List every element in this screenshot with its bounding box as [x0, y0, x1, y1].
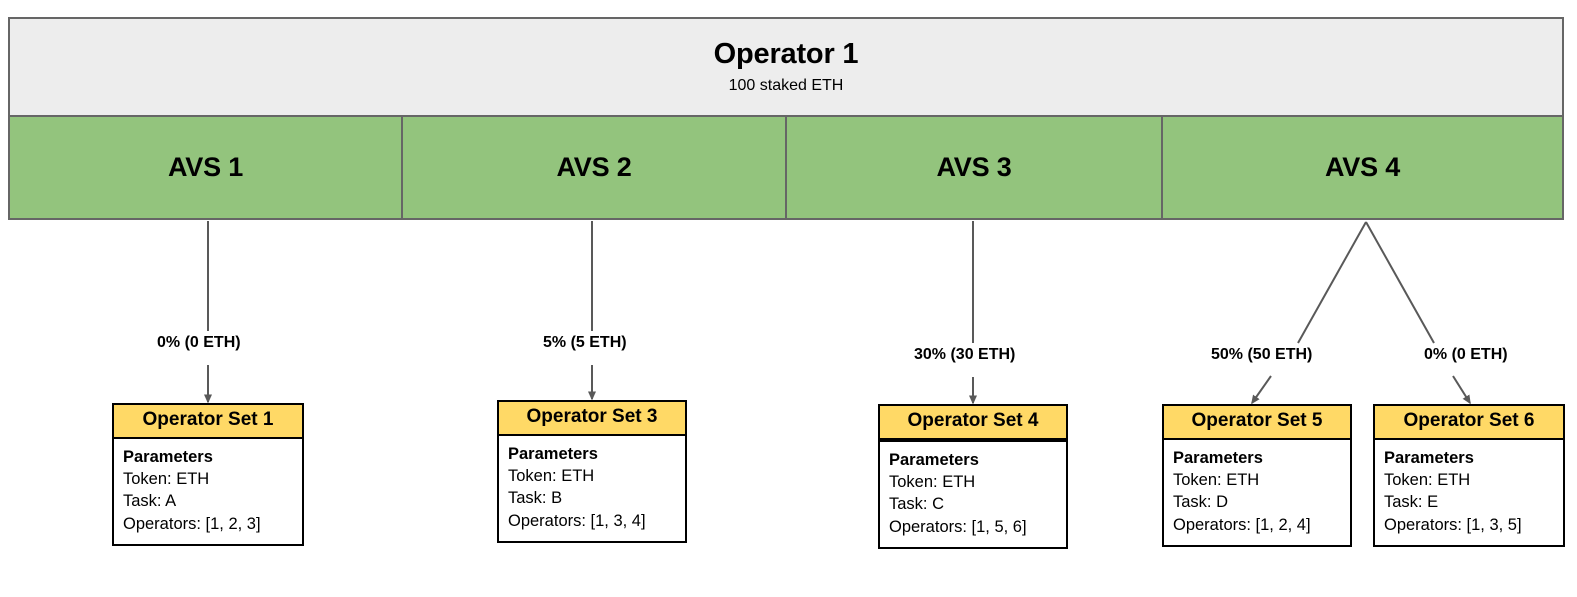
edge-label-avs4-set6: 0% (0 ETH): [1421, 346, 1511, 365]
edge-label-avs4-set5: 50% (50 ETH): [1208, 346, 1316, 365]
param-operators-6: Operators: [1, 3, 5]: [1384, 515, 1522, 534]
operator-set-body-4: Parameters Token: ETH Task: C Operators:…: [880, 442, 1066, 547]
param-operators-3: Operators: [1, 3, 4]: [508, 511, 646, 530]
operator-set-title-6: Operator Set 6: [1375, 406, 1563, 440]
avs-cell-2[interactable]: AVS 2: [403, 117, 787, 218]
operator-set-title-3: Operator Set 3: [499, 402, 685, 436]
operator-set-card-3[interactable]: Operator Set 3 Parameters Token: ETH Tas…: [497, 400, 687, 543]
param-task-5: Task: D: [1173, 493, 1229, 512]
operator-title: Operator 1: [713, 38, 859, 71]
edge-line-avs4-set5: [1297, 221, 1367, 344]
operator-set-title-1: Operator Set 1: [114, 405, 302, 439]
params-heading-5: Parameters: [1173, 448, 1263, 467]
param-operators-1: Operators: [1, 2, 3]: [123, 514, 261, 533]
avs-label-3: AVS 3: [936, 152, 1012, 182]
param-operators-4: Operators: [1, 5, 6]: [889, 517, 1027, 536]
param-operators-5: Operators: [1, 2, 4]: [1173, 515, 1311, 534]
params-heading-6: Parameters: [1384, 448, 1474, 467]
edge-label-avs3-set4: 30% (30 ETH): [911, 346, 1019, 365]
param-token-4: Token: ETH: [889, 473, 976, 492]
edge-line-avs4-set6: [1365, 221, 1435, 344]
avs-label-4: AVS 4: [1324, 152, 1401, 182]
operator-set-card-4[interactable]: Operator Set 4 Parameters Token: ETH Tas…: [878, 404, 1068, 549]
param-task-6: Task: E: [1384, 493, 1439, 512]
avs-label-1: AVS 1: [167, 152, 244, 182]
operator-header-box: Operator 1 100 staked ETH: [8, 17, 1564, 115]
operator-set-body-6: Parameters Token: ETH Task: E Operators:…: [1375, 440, 1563, 545]
operator-set-card-6[interactable]: Operator Set 6 Parameters Token: ETH Tas…: [1373, 404, 1565, 547]
params-heading-1: Parameters: [123, 447, 213, 466]
param-task-1: Task: A: [123, 492, 177, 511]
params-heading-4: Parameters: [889, 450, 979, 469]
param-task-4: Task: C: [889, 495, 945, 514]
operator-set-body-5: Parameters Token: ETH Task: D Operators:…: [1164, 440, 1350, 545]
param-token-5: Token: ETH: [1173, 471, 1260, 490]
operator-set-body-3: Parameters Token: ETH Task: B Operators:…: [499, 436, 685, 541]
param-token-6: Token: ETH: [1384, 471, 1471, 490]
operator-subtitle: 100 staked ETH: [728, 77, 844, 95]
edge-arrow-avs4-set6: [1452, 375, 1471, 405]
param-token-3: Token: ETH: [508, 467, 595, 486]
avs-label-2: AVS 2: [556, 152, 632, 182]
avs-row: AVS 1 AVS 2 AVS 3 AVS 4: [8, 115, 1564, 220]
avs-cell-4[interactable]: AVS 4: [1163, 117, 1562, 218]
edge-arrow-avs4-set5: [1251, 375, 1272, 405]
avs-cell-1[interactable]: AVS 1: [10, 117, 403, 218]
edge-label-avs2-set3: 5% (5 ETH): [540, 334, 630, 353]
operator-set-card-1[interactable]: Operator Set 1 Parameters Token: ETH Tas…: [112, 403, 304, 546]
edge-label-avs1-set1: 0% (0 ETH): [154, 334, 244, 353]
param-task-3: Task: B: [508, 489, 563, 508]
param-token-1: Token: ETH: [123, 470, 210, 489]
params-heading-3: Parameters: [508, 444, 598, 463]
operator-set-title-4: Operator Set 4: [880, 406, 1066, 442]
operator-set-card-5[interactable]: Operator Set 5 Parameters Token: ETH Tas…: [1162, 404, 1352, 547]
operator-set-title-5: Operator Set 5: [1164, 406, 1350, 440]
operator-set-body-1: Parameters Token: ETH Task: A Operators:…: [114, 439, 302, 544]
avs-cell-3[interactable]: AVS 3: [787, 117, 1163, 218]
